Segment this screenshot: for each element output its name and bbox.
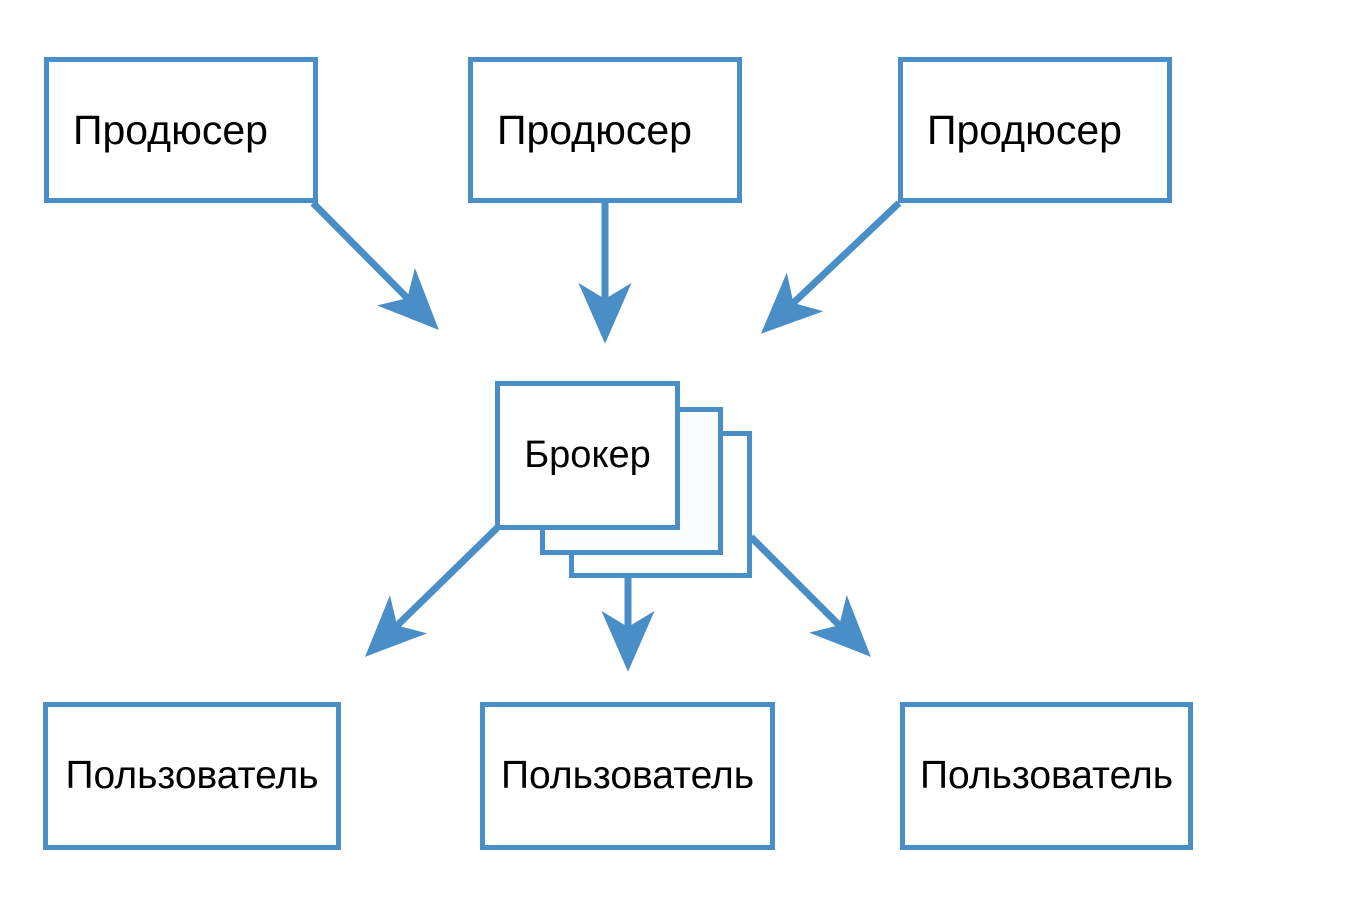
broker-label: Брокер	[524, 434, 651, 476]
producer-label-3: Продюсер	[927, 106, 1122, 153]
consumer-node-2[interactable]: Пользователь	[480, 702, 775, 850]
consumer-node-3[interactable]: Пользователь	[900, 702, 1193, 850]
consumer-node-1[interactable]: Пользователь	[43, 702, 341, 850]
producer-node-2[interactable]: Продюсер	[468, 57, 742, 203]
connector-broker-to-consumer-1	[364, 525, 500, 657]
connector-producer-3-to-broker	[760, 200, 902, 334]
producer-label-1: Продюсер	[73, 106, 268, 153]
consumer-label-2: Пользователь	[500, 754, 755, 797]
connector-producer-1-to-broker	[310, 200, 439, 330]
consumer-label-3: Пользователь	[919, 754, 1174, 797]
producer-node-1[interactable]: Продюсер	[44, 57, 318, 203]
consumer-label-1: Пользователь	[65, 754, 319, 797]
broker-node[interactable]: Брокер	[495, 381, 680, 530]
producer-label-2: Продюсер	[497, 106, 692, 153]
connector-broker-to-consumer-3	[748, 534, 871, 657]
producer-node-3[interactable]: Продюсер	[898, 57, 1172, 203]
